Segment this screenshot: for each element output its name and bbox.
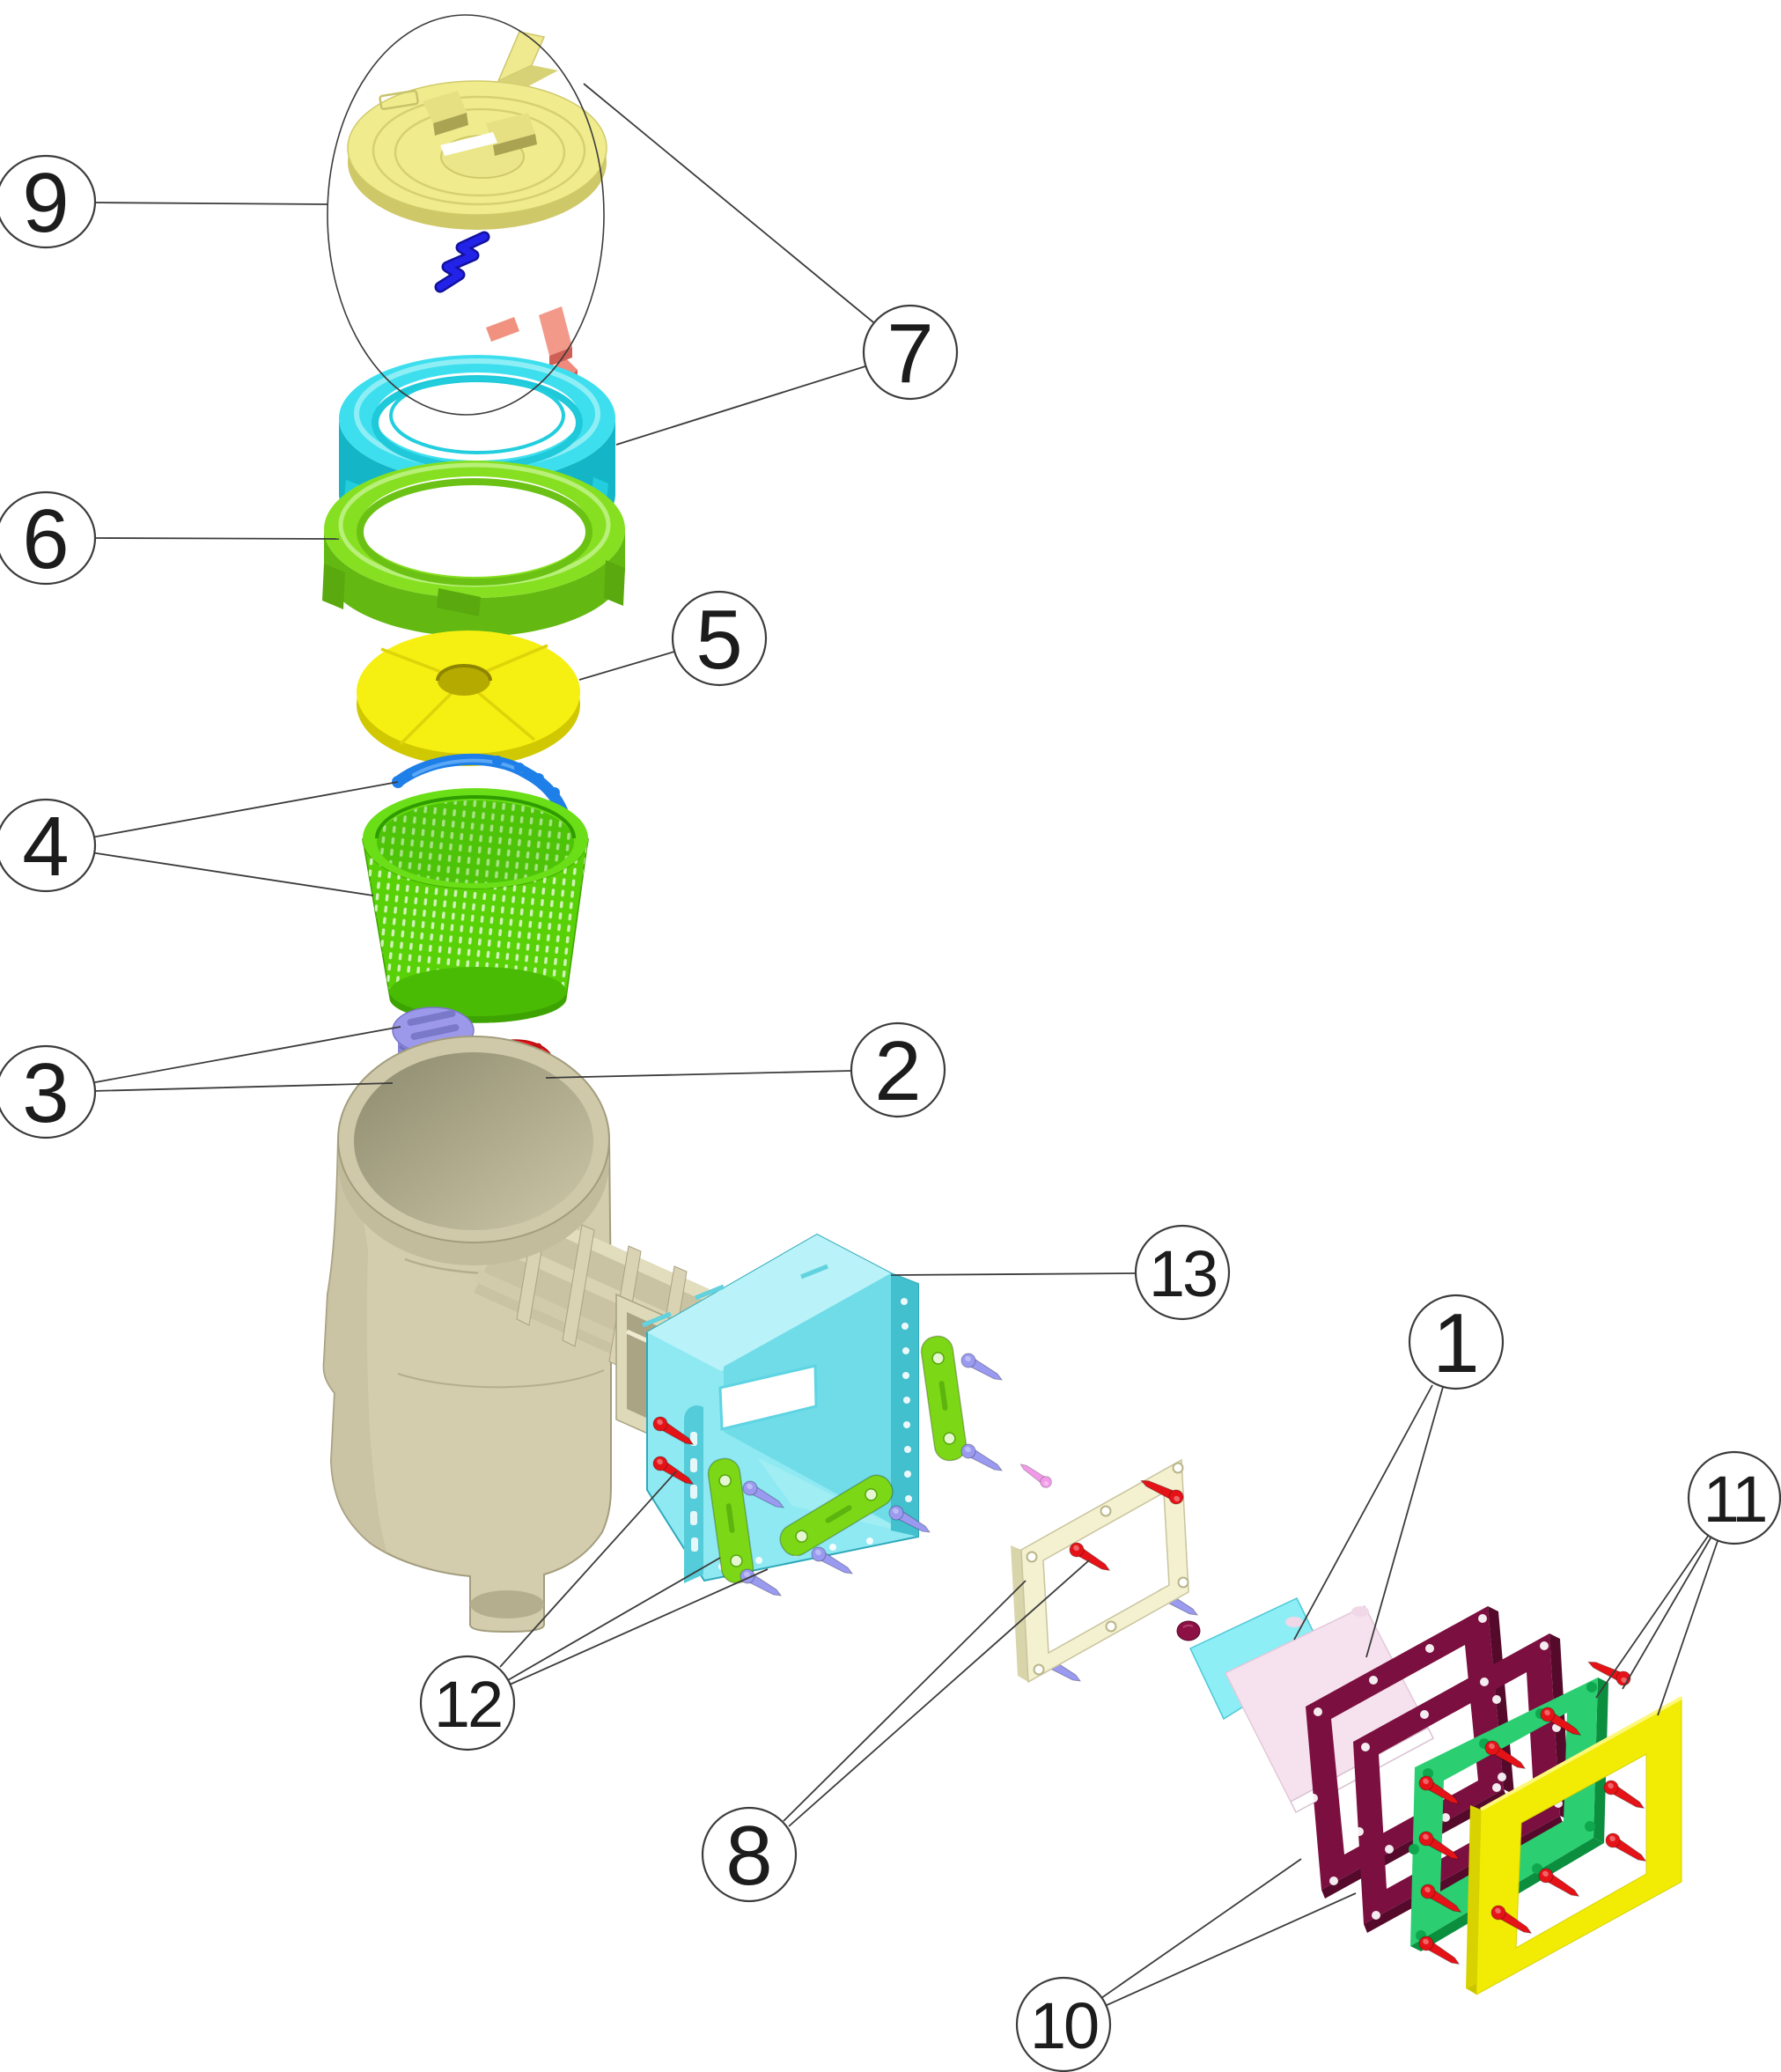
callout-3: 3 bbox=[0, 1044, 97, 1140]
callout-label: 5 bbox=[695, 593, 742, 687]
leader-lines bbox=[90, 83, 1719, 2007]
callout-1: 1 bbox=[1408, 1294, 1505, 1390]
lid-groove-outer bbox=[372, 95, 586, 206]
lid-lock-tab bbox=[497, 31, 558, 86]
extension-box-roof bbox=[647, 1235, 891, 1371]
adapter-front-step bbox=[437, 588, 481, 616]
lid-cover bbox=[347, 31, 607, 230]
callout-6: 6 bbox=[0, 490, 97, 586]
body-left-shade bbox=[323, 1139, 387, 1553]
pink-screw bbox=[1017, 1459, 1055, 1491]
adapter-left-notch bbox=[322, 564, 345, 609]
callout-label: 11 bbox=[1704, 1463, 1766, 1536]
drain-outlet bbox=[470, 1590, 544, 1619]
callout-label: 2 bbox=[874, 1024, 921, 1118]
callout-label: 13 bbox=[1149, 1237, 1216, 1310]
skimmer-basket bbox=[362, 788, 589, 1023]
lid-group-boundary bbox=[327, 14, 605, 416]
body-opening bbox=[354, 1052, 593, 1230]
adapter-right-notch bbox=[604, 560, 625, 606]
callout-label: 1 bbox=[1432, 1296, 1479, 1390]
plug-button-maroon bbox=[1176, 1620, 1201, 1641]
faceplate-frame-yellow bbox=[1466, 1696, 1682, 1995]
callout-12: 12 bbox=[419, 1655, 516, 1751]
callout-label: 3 bbox=[22, 1046, 69, 1140]
cover-plate-hole bbox=[438, 666, 490, 696]
lock-spring-clip-icon bbox=[434, 231, 490, 293]
cover-plate bbox=[357, 630, 580, 766]
callout-9: 9 bbox=[0, 154, 97, 250]
lid-logo-emboss bbox=[379, 89, 419, 111]
extension-flange-right bbox=[891, 1273, 918, 1537]
lid-handle-tabs bbox=[423, 91, 537, 156]
callout-label: 7 bbox=[887, 306, 933, 401]
callout-label: 6 bbox=[22, 492, 69, 586]
callout-7: 7 bbox=[862, 304, 959, 401]
tapping-screw-frame-mid bbox=[1066, 1539, 1115, 1577]
lid-groove-inner bbox=[394, 107, 566, 197]
callout-4: 4 bbox=[0, 798, 97, 894]
callout-label: 8 bbox=[725, 1809, 772, 1903]
wall-gasket-frame bbox=[1011, 1458, 1189, 1684]
callout-8: 8 bbox=[701, 1806, 798, 1903]
callout-label: 4 bbox=[22, 800, 69, 894]
callout-label: 12 bbox=[434, 1668, 501, 1741]
callout-2: 2 bbox=[850, 1021, 946, 1118]
callout-11: 11 bbox=[1687, 1450, 1781, 1545]
callout-label: 9 bbox=[22, 156, 69, 250]
gasket-holes bbox=[1309, 1614, 1506, 1885]
callout-13: 13 bbox=[1134, 1224, 1231, 1321]
callout-label: 10 bbox=[1030, 1989, 1098, 2062]
gasket-frame-holes bbox=[1026, 1462, 1189, 1676]
callout-10: 10 bbox=[1015, 1976, 1112, 2072]
callout-5: 5 bbox=[671, 590, 768, 687]
adapter-ring bbox=[322, 461, 625, 637]
extension-window bbox=[718, 1364, 818, 1431]
clamp-bar-right bbox=[918, 1333, 969, 1464]
